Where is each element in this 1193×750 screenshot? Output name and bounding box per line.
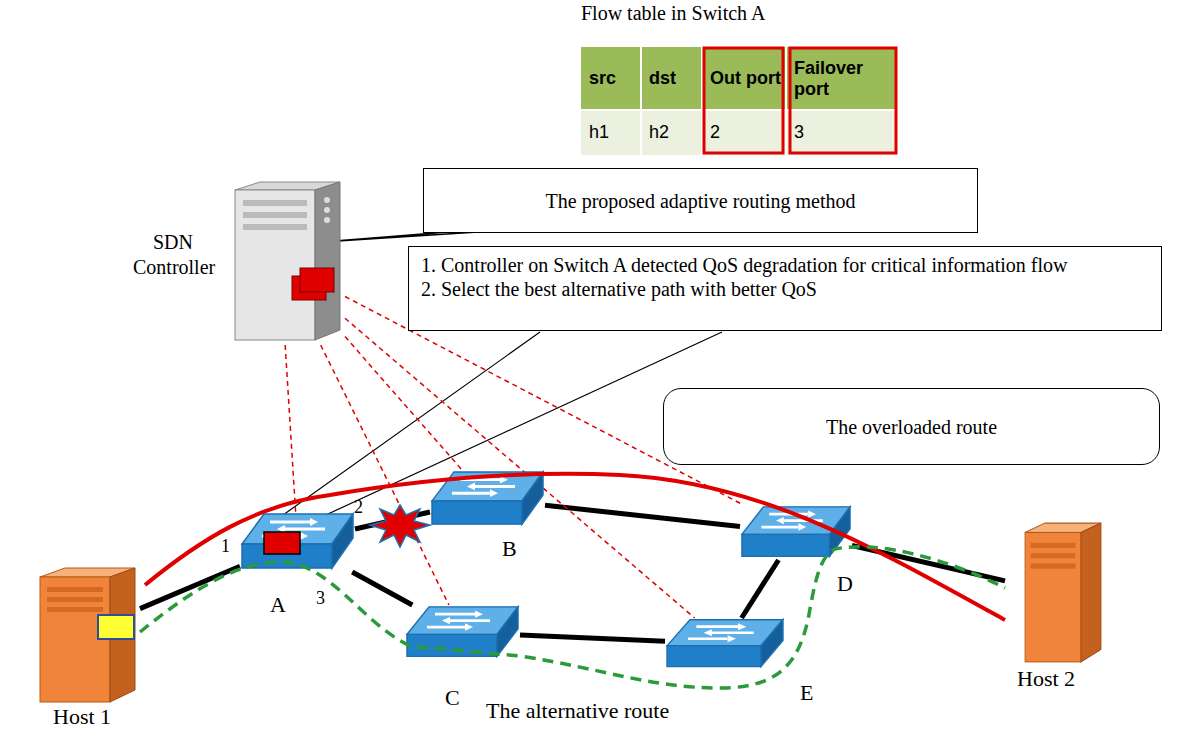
callout-tail <box>322 232 478 242</box>
switch: B <box>430 470 545 528</box>
route-callout: The overloaded route <box>663 388 1160 465</box>
host-server <box>40 568 135 702</box>
switch: C <box>405 605 520 660</box>
table-cell: h2 <box>641 110 702 155</box>
callout-text: 1. Controller on Switch A detected QoS d… <box>421 253 1149 277</box>
network-link <box>352 572 412 605</box>
port-number: 1 <box>221 536 237 560</box>
node-label: E <box>800 680 813 706</box>
network-link <box>520 635 665 641</box>
controller-module <box>300 268 334 292</box>
table-title: Flow table in Switch A <box>581 2 901 30</box>
failure-burst <box>370 505 430 547</box>
table-header: src <box>581 47 641 110</box>
table-cell: 2 <box>702 110 784 155</box>
host-module <box>98 615 134 639</box>
node-label: Host 2 <box>1017 666 1075 692</box>
node-label: D <box>837 571 853 597</box>
control-link <box>321 345 449 605</box>
switch-module <box>264 532 300 554</box>
table-cell: h1 <box>581 110 641 155</box>
node-label: A <box>270 592 286 618</box>
network-link <box>140 566 240 608</box>
switch: A <box>240 512 355 572</box>
callout-box: The proposed adaptive routing method <box>423 168 978 233</box>
port-number: 3 <box>316 588 332 612</box>
callout-text: The overloaded route <box>826 415 997 439</box>
network-link <box>545 505 740 526</box>
table-cell: 3 <box>786 110 894 155</box>
callout-box: 1. Controller on Switch A detected QoS d… <box>408 246 1162 331</box>
route-label: The alternative route <box>486 698 716 726</box>
callout-text: 2. Select the best alternative path with… <box>421 277 1149 301</box>
switch: E <box>665 618 785 670</box>
controller-server <box>235 182 340 340</box>
controller: SDN Controller <box>215 180 345 345</box>
flow-table <box>581 47 897 155</box>
table-header: Failover port <box>786 47 894 110</box>
text-holder: The overloaded route <box>826 415 997 439</box>
switch: D <box>740 505 852 560</box>
control-link <box>285 345 295 512</box>
alternative-route <box>140 547 1005 688</box>
table-header: dst <box>641 47 702 110</box>
host-server <box>1025 523 1101 662</box>
host: Host 2 <box>1005 520 1105 665</box>
network-link <box>742 560 779 618</box>
host: Host 1 <box>15 565 140 705</box>
leader-line <box>302 332 722 526</box>
node-label: C <box>445 685 460 711</box>
node-label: SDN Controller <box>133 230 213 280</box>
control-link <box>345 318 695 618</box>
text-holder: The proposed adaptive routing method <box>546 189 856 213</box>
port-number: 2 <box>354 497 370 521</box>
table-header: Out port <box>702 47 784 110</box>
node-label: B <box>502 536 517 562</box>
node-label: Host 1 <box>53 704 111 730</box>
callout-text: The proposed adaptive routing method <box>546 189 856 213</box>
